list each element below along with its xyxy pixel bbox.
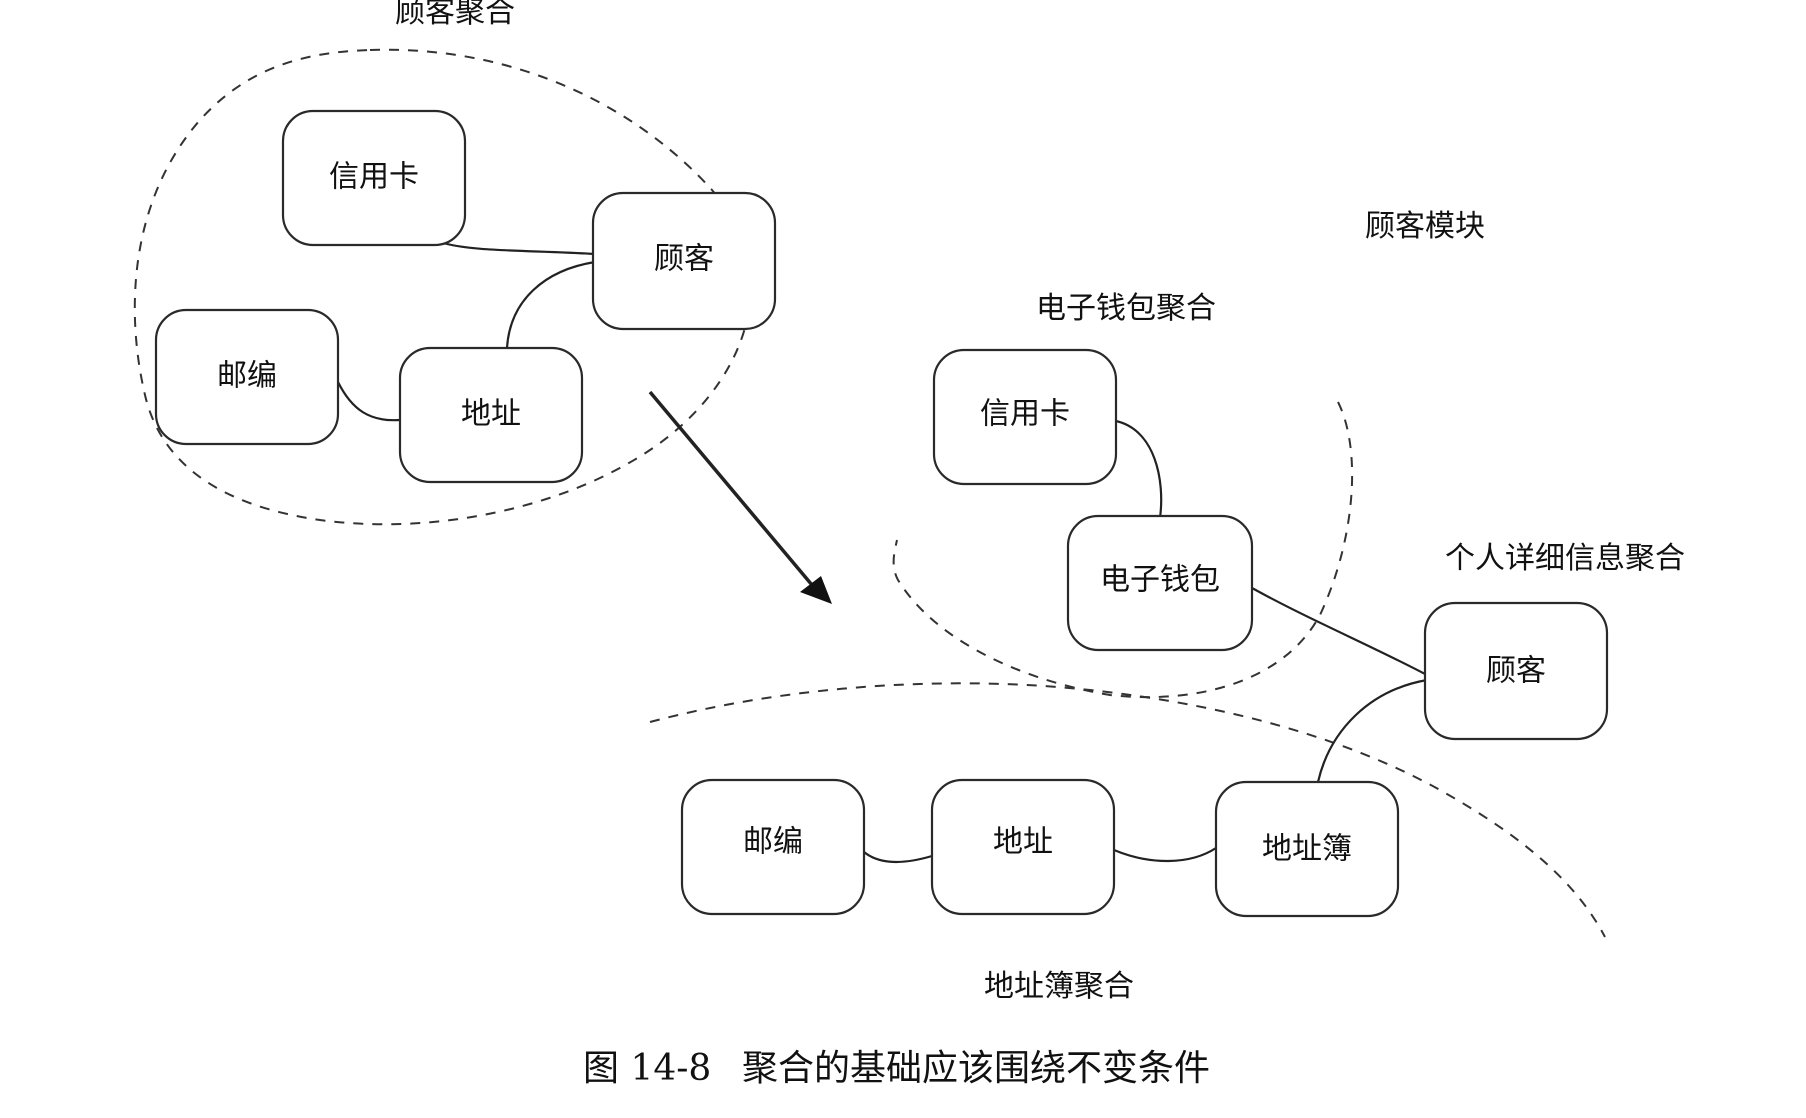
right-customer-node: 顾客	[1423, 601, 1609, 741]
link-wallet-customer	[1251, 587, 1428, 676]
addressbook-aggregate-boundary	[649, 682, 1606, 938]
left-customer-text: 顾客	[654, 242, 714, 277]
right-customer-text: 顾客	[1486, 654, 1546, 689]
transform-arrow-head	[800, 576, 832, 604]
right-address-text: 地址	[993, 825, 1053, 860]
right-credit-card-text: 信用卡	[980, 397, 1070, 432]
left-address-node: 地址	[398, 346, 584, 484]
link-customer-addressbook	[1316, 678, 1428, 783]
transform-arrow-shaft	[648, 390, 814, 587]
figure-caption: 聚合的基础应该围绕不变条件	[742, 1048, 1210, 1089]
link-creditcard-customer	[439, 240, 596, 256]
customer-aggregate-label: 顾客聚合	[395, 0, 515, 30]
link-customer-address	[505, 260, 596, 349]
left-postcode-node: 邮编	[154, 308, 340, 446]
right-wallet-node: 电子钱包	[1066, 514, 1254, 652]
right-credit-card-node: 信用卡	[932, 348, 1118, 486]
right-addressbook-text: 地址簿	[1262, 832, 1352, 867]
link-postcode-address-right	[863, 851, 933, 864]
right-postcode-node: 邮编	[680, 778, 866, 916]
right-addressbook-node: 地址簿	[1214, 780, 1400, 918]
right-wallet-text: 电子钱包	[1100, 563, 1220, 598]
wallet-aggregate-label: 电子钱包聚合	[1036, 291, 1216, 326]
link-postcode-address	[337, 381, 401, 422]
left-credit-card-text: 信用卡	[329, 160, 419, 195]
left-customer-node: 顾客	[591, 191, 777, 331]
wallet-aggregate-boundary	[892, 401, 1354, 699]
right-postcode-text: 邮编	[743, 825, 803, 860]
left-postcode-text: 邮编	[217, 359, 277, 394]
left-address-text: 地址	[461, 397, 521, 432]
right-address-node: 地址	[930, 778, 1116, 916]
left-credit-card-node: 信用卡	[281, 109, 467, 247]
link-creditcard-wallet	[1115, 419, 1163, 519]
addressbook-aggregate-label: 地址簿聚合	[984, 969, 1134, 1004]
personal-aggregate-label: 个人详细信息聚合	[1445, 541, 1685, 576]
customer-aggregate-boundary	[133, 48, 752, 526]
link-address-addressbook	[1113, 847, 1217, 863]
customer-module-label: 顾客模块	[1365, 209, 1485, 244]
figure-number: 图 14-8	[583, 1048, 711, 1089]
